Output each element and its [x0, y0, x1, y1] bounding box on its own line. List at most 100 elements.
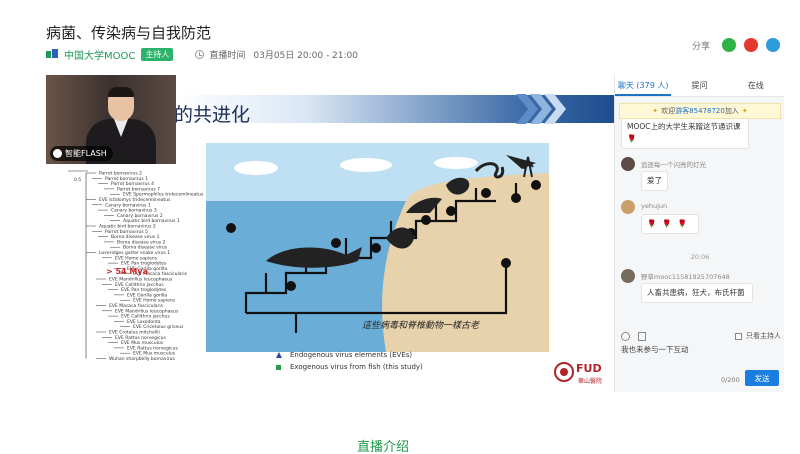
tab-chat[interactable]: 聊天 (379 人) — [615, 75, 672, 96]
flash-badge: 智能FLASH — [50, 146, 113, 161]
tab-online[interactable]: 在线 — [747, 81, 764, 90]
message-bubble: MOOC上的大学生来蹭这节通识课🌹 — [621, 117, 749, 149]
chat-toolbar: 只看主持人 — [621, 330, 781, 342]
virus-particles — [226, 180, 541, 291]
only-host-label: 只看主持人 — [746, 332, 781, 340]
time-value: 03月05日 20:00 - 21:00 — [253, 50, 358, 61]
welcome-banner: ✦ 欢迎 游客85478720 加入 ✦ — [619, 103, 781, 119]
tree-label: Loveridges garter snake virus 1 — [99, 250, 170, 256]
tree-label: EVE Rattus norvegicus — [127, 345, 178, 351]
tab-questions[interactable]: 提问 — [691, 81, 708, 90]
message-bubble: 人畜共患病，狂犬，布氏杆菌 — [641, 283, 753, 303]
chat-tabs: 聊天 (379 人) 提问 在线 — [615, 75, 784, 97]
scale-label: 0.5 — [74, 177, 81, 183]
teacher-camera: 智能FLASH — [46, 75, 176, 164]
tree-label: EVE Loxodonta — [127, 319, 161, 325]
live-intro-tab[interactable]: 直播介绍 — [357, 440, 410, 454]
avatar[interactable] — [621, 200, 635, 214]
frog-silhouette — [446, 177, 470, 195]
cloud-3 — [434, 157, 478, 169]
tree-label: EVE Cricetulus griseus — [133, 324, 184, 330]
sparkle-icon: ✦ — [652, 107, 659, 115]
avatar[interactable] — [621, 269, 635, 283]
message-bubble: 爱了 — [641, 171, 668, 191]
illus-caption: 這些病毒和脊椎動物一樣古老 — [362, 320, 480, 331]
tetrapod-silhouette — [406, 197, 442, 213]
share-label: 分享 — [691, 41, 710, 52]
university-logos: FUD 華山醫院 — [554, 362, 602, 385]
tree-label: Aquatic bird bornavirus 1 — [123, 218, 180, 224]
time-label: 直播时间 — [209, 50, 246, 61]
tree-label: EVE Ictidomys tridecemlineatus — [99, 197, 171, 203]
mooc-logo-icon — [46, 48, 58, 58]
welcome-prefix: 欢迎 — [661, 107, 676, 115]
tree-label: Canary bornavirus 3 — [111, 208, 157, 214]
slide-chevron-decoration — [516, 94, 566, 124]
snake-silhouette — [474, 162, 505, 179]
tree-label: EVE Gorilla gorilla — [127, 292, 167, 298]
human-silhouette — [523, 156, 534, 178]
course-title: 病菌、传染病与自我防范 — [46, 24, 212, 42]
tree-label: Borna disease virus 2 — [117, 239, 166, 245]
tree-label: Canary bornavirus 2 — [117, 213, 163, 219]
course-meta: 中国大学MOOC 主持人 直播时间 03月05日 20:00 - 21:00 — [46, 47, 358, 62]
qq-icon[interactable] — [766, 38, 780, 52]
welcome-user: 游客85478720 — [675, 107, 725, 115]
message-bubble: 🌹🌹🌹 — [641, 214, 700, 234]
coevolution-illustration: 這些病毒和脊椎動物一樣古老 — [206, 143, 549, 352]
message-author: yehujun — [641, 202, 668, 210]
slide-title: 的共进化 — [174, 104, 251, 126]
legend-eve-label: Endogenous virus elements (EVEs) — [290, 351, 413, 359]
legend-exo-label: Exogenous virus from fish (this study) — [290, 363, 423, 371]
only-host-checkbox[interactable] — [735, 332, 742, 340]
chat-input[interactable]: 我也来参与一下互动 — [621, 345, 689, 354]
welcome-suffix: 加入 — [724, 107, 739, 115]
huashan-seal-icon — [554, 362, 574, 382]
tree-label: EVE Pan troglodytes — [121, 261, 167, 267]
weibo-icon[interactable] — [744, 38, 758, 52]
share-bar: 分享 — [692, 38, 780, 52]
tree-label: EVE Mus musculus — [121, 340, 164, 346]
fish-silhouette — [386, 227, 414, 249]
tree-label: EVE Mus musculus — [133, 351, 176, 357]
message-author: 野草mooc11581925707648 — [641, 273, 730, 281]
cloud-1 — [234, 161, 278, 175]
tree-label: EVE Rattus norvegicus — [115, 335, 166, 341]
tree-label: EVE Spermophilus tridecemlineatus — [123, 192, 204, 198]
cloud-2 — [340, 158, 392, 172]
send-button[interactable]: 发送 — [745, 370, 779, 386]
chat-input-area[interactable]: 我也来参与一下互动 0/200 发送 — [615, 342, 785, 392]
fudan-logo-text: FUD — [576, 362, 602, 375]
chat-messages[interactable]: MOOC上的大学生来蹭这节通识课🌹 追逐每一个闪亮的灯光 爱了 yehujun … — [615, 107, 785, 325]
document-icon[interactable] — [638, 331, 646, 341]
tree-label: Parrot bornavirus 5 — [105, 229, 148, 235]
tree-label: Parrot bornavirus 1 — [105, 176, 148, 182]
tree-label: EVE Homo sapiens — [133, 298, 176, 304]
tree-label: Parrot bornavirus 4 — [111, 181, 154, 187]
sparkle-icon: ✦ — [741, 107, 748, 115]
wechat-icon[interactable] — [722, 38, 736, 52]
tree-label: EVE Callithrix jacchus — [121, 314, 170, 320]
only-host-toggle[interactable]: 只看主持人 — [735, 331, 781, 341]
figure-legend: Endogenous virus elements (EVEs) Exogeno… — [276, 351, 423, 375]
tree-label: Wuhan sharpbelly bornavirus — [109, 356, 176, 362]
tree-label: EVE Mandrillus leucophaeus — [109, 277, 173, 283]
tree-label: Parrot bornavirus 2 — [99, 171, 142, 177]
mya-annotation: > 54 Mya — [106, 267, 148, 276]
tree-label: EVE Callithrix jacchus — [115, 282, 164, 288]
legend-exo: Exogenous virus from fish (this study) — [276, 363, 423, 371]
flash-icon — [53, 149, 62, 158]
emoji-icon[interactable] — [621, 331, 630, 341]
tree-branches — [85, 172, 130, 359]
host-badge: 主持人 — [141, 47, 174, 61]
flash-badge-label: 智能FLASH — [65, 149, 107, 158]
tree-label: EVE Pan troglodytes — [121, 287, 167, 293]
bird-silhouette — [506, 155, 536, 169]
org-link[interactable]: 中国大学MOOC — [64, 50, 136, 62]
legend-eve: Endogenous virus elements (EVEs) — [276, 351, 423, 359]
avatar[interactable] — [621, 157, 635, 171]
